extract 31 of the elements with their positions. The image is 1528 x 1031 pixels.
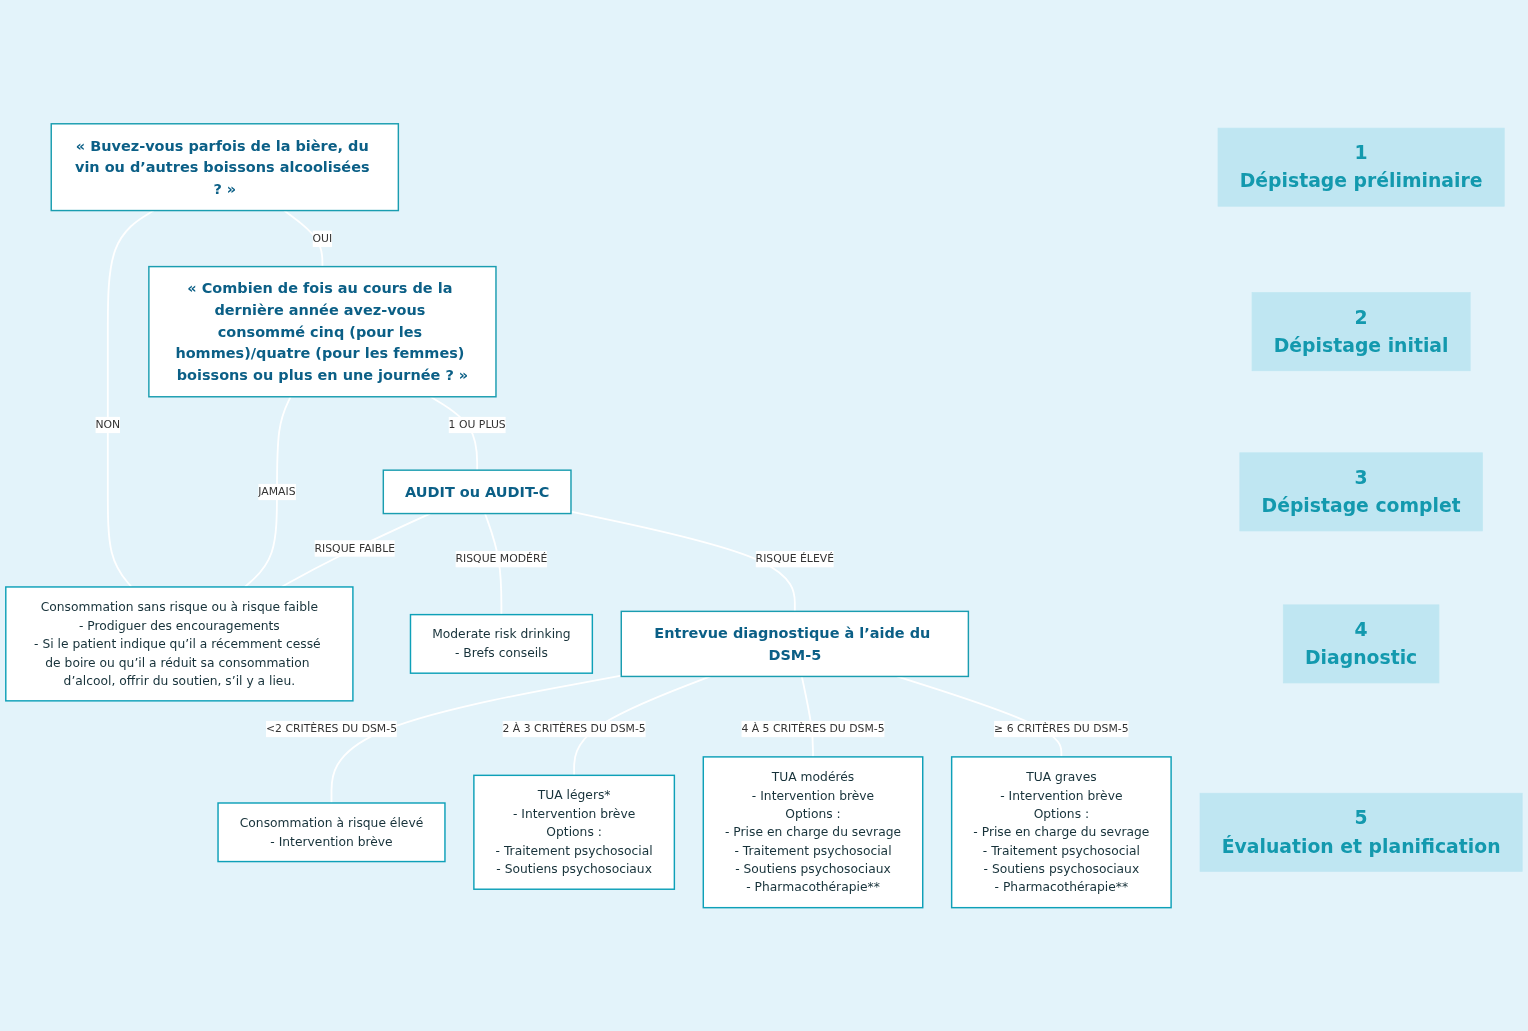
connector [330,674,623,804]
node-box: TUA modérés - Intervention brève Options : - Prise en charge du sevrage - Traitement psychosocial - Soutiens psychosociaux - Pharmacothérapie** [702,755,924,909]
edge-label: 2 À 3 CRITÈRES DU DSM-5 [502,721,646,735]
node-box: 2 Dépistage initial [1251,292,1471,371]
node-box: Consommation à risque élevé - Intervention brève [217,802,446,863]
node-box: AUDIT ou AUDIT-C [382,469,572,515]
edge-label: NON [95,417,121,431]
node-box: Consommation sans risque ou à risque faible - Prodiguer des encouragements - Si le patient indique qu’il a récemment cessé de boire ou qu’il a réduit sa consommation d’alcool, offrir du soutien, s’il y a lieu. [5,586,354,702]
edge-label: OUI [312,231,333,245]
node-box: 3 Dépistage complet [1239,452,1483,532]
node-box: 5 Évaluation et planification [1199,792,1523,872]
node-box: « Buvez-vous parfois de la bière, du vin ou d’autres boissons alcoolisées ? » [50,122,400,212]
edge-label: RISQUE ÉLEVÉ [755,552,835,566]
node-box: Moderate risk drinking - Brefs conseils [409,613,594,674]
edge-label: ≥ 6 CRITÈRES DU DSM-5 [994,721,1129,735]
edge-label: JAMAIS [258,484,296,498]
edge-label: RISQUE MODÉRÉ [455,552,548,566]
connector [283,209,324,268]
node-box: « Combien de fois au cours de la dernière année avez-vous consommé cinq (pour les hommes)/quatre (pour les femmes) boissons ou plus en une journée ? » [148,265,497,398]
connector [243,395,292,588]
edge-label: 4 À 5 CRITÈRES DU DSM-5 [741,721,885,735]
connector [570,510,796,613]
node-box: 1 Dépistage préliminaire [1217,127,1505,207]
node-box: TUA graves - Intervention brève Options : - Prise en charge du sevrage - Traitement psychosocial - Soutiens psychosociaux - Pharmacothérapie** [950,755,1172,909]
node-box: 4 Diagnostic [1282,604,1440,684]
node-box: Entrevue diagnostique à l’aide du DSM-5 [620,610,970,677]
node-box: TUA légers* - Intervention brève Options : - Traitement psychosocial - Soutiens psychosociaux [473,774,676,890]
edge-label: <2 CRITÈRES DU DSM-5 [265,721,398,735]
connector [106,209,155,588]
edge-label: 1 OU PLUS [448,417,506,431]
edge-label: RISQUE FAIBLE [314,541,396,555]
